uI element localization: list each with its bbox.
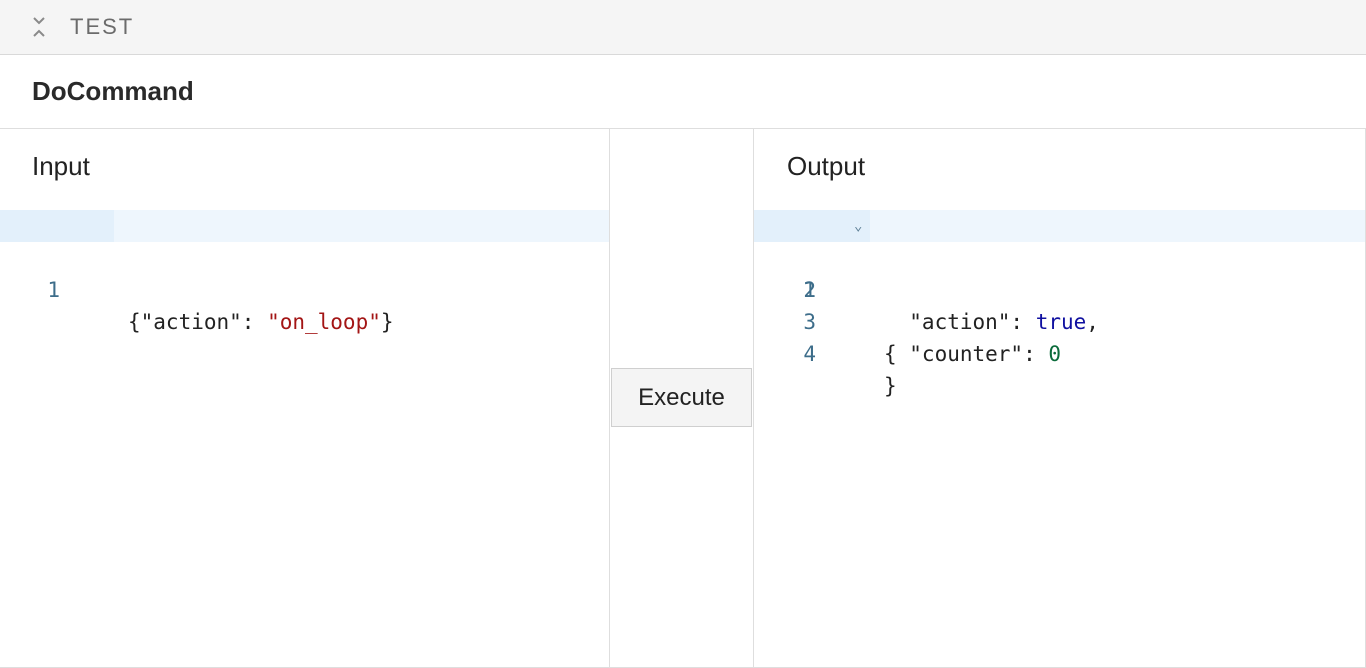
string-token: "on_loop": [267, 310, 381, 334]
code-token: ,: [1086, 310, 1099, 334]
input-editor[interactable]: 1 {"action": "on_loop"}: [0, 210, 609, 334]
section-title: DoCommand: [32, 76, 194, 106]
line-number: 4: [803, 342, 816, 366]
code-line[interactable]: 4 }: [754, 306, 1365, 398]
code-text[interactable]: }: [884, 374, 897, 398]
code-text[interactable]: {"action": "on_loop"}: [128, 306, 394, 338]
output-editor[interactable]: 1 ⌄ { 2 "action": true, 3 "counter": 0 4…: [754, 210, 1365, 398]
input-pane: Input 1 {"action": "on_loop"}: [0, 129, 610, 668]
code-line[interactable]: 3 "counter": 0: [754, 274, 1365, 366]
boolean-token: true: [1035, 310, 1087, 334]
execute-pane: Execute: [610, 129, 754, 668]
line-number: 2: [803, 278, 816, 302]
code-token: }: [380, 310, 394, 334]
code-token: "counter":: [884, 342, 1049, 366]
code-text[interactable]: {: [884, 342, 897, 366]
code-text[interactable]: "counter": 0: [884, 338, 1061, 370]
execute-button[interactable]: Execute: [611, 368, 752, 427]
line-number: 1: [47, 278, 60, 302]
number-token: 0: [1048, 342, 1062, 366]
section-header: DoCommand: [0, 56, 1366, 129]
code-line[interactable]: 1 ⌄ {: [754, 210, 1365, 366]
panel-header: TEST: [0, 0, 1366, 55]
code-token: {"action":: [128, 310, 268, 334]
code-line[interactable]: 1 {"action": "on_loop"}: [0, 210, 609, 334]
collapse-icon[interactable]: [31, 15, 47, 39]
code-text[interactable]: "action": true,: [884, 306, 1099, 338]
code-line[interactable]: 2 "action": true,: [754, 242, 1365, 334]
output-label: Output: [787, 151, 866, 181]
chevron-down-icon[interactable]: ⌄: [854, 218, 863, 234]
output-pane: Output 1 ⌄ { 2 "action": true, 3 "counte…: [754, 129, 1366, 668]
code-token: "action":: [884, 310, 1036, 334]
line-number: 1: [803, 278, 816, 302]
input-label: Input: [32, 151, 90, 181]
line-number: 3: [803, 310, 816, 334]
panel-title: TEST: [70, 14, 135, 39]
